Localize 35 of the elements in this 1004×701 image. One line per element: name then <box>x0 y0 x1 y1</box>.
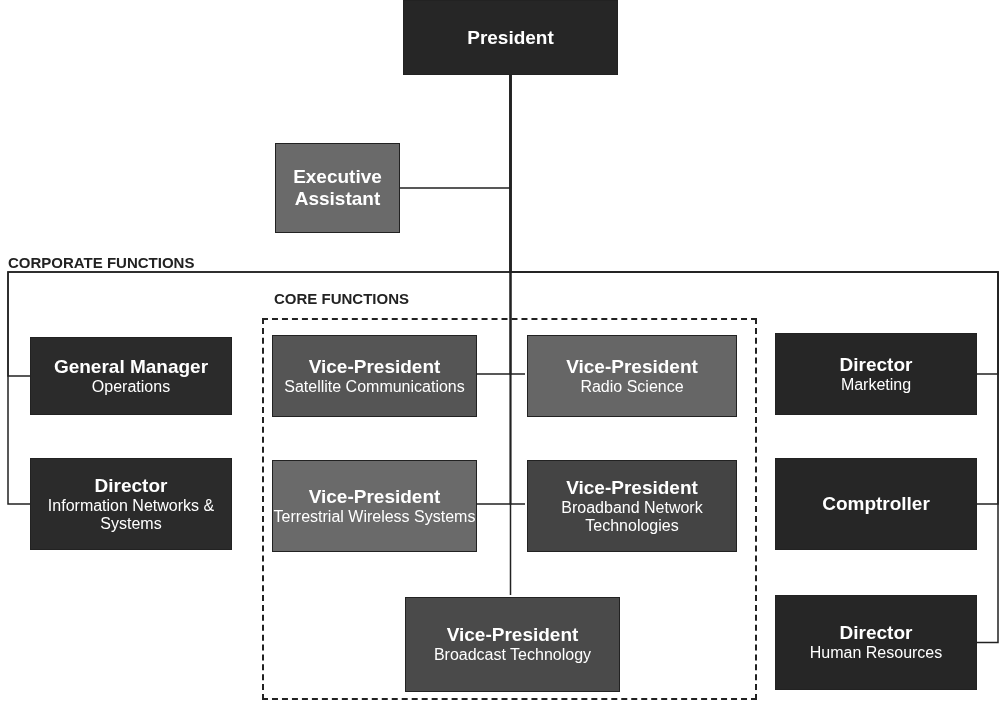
org-box <box>403 0 618 75</box>
org-box <box>527 335 737 417</box>
role-title: Vice-President <box>308 485 441 508</box>
role-title: Comptroller <box>822 493 930 515</box>
org-box <box>775 595 977 690</box>
role-title: Vice-President <box>566 355 698 378</box>
role-department: Information Networks & Systems <box>46 496 216 534</box>
role-department: Operations <box>91 377 171 397</box>
org-box <box>405 597 620 692</box>
role-department: Human Resources <box>809 644 943 663</box>
org-box <box>527 460 737 552</box>
section-label: CORPORATE FUNCTIONS <box>8 254 195 271</box>
role-title: General Manager <box>53 355 209 378</box>
role-title: Vice-President <box>446 624 579 647</box>
group-title: CORE FUNCTIONS <box>274 290 409 307</box>
role-title: Director <box>839 622 913 645</box>
org-box <box>272 460 477 552</box>
role-department: Broadcast Technology <box>433 646 592 665</box>
role-title: Vice-President <box>308 355 441 378</box>
org-box <box>275 143 400 233</box>
role-department: Broadband Network Technologies <box>560 498 704 536</box>
org-box <box>775 458 977 550</box>
role-title: Vice-President <box>566 476 698 499</box>
org-box <box>30 337 232 415</box>
role-department: Marketing <box>840 375 912 395</box>
role-title: Director <box>94 474 168 497</box>
role-title: Executive Assistant <box>292 166 383 210</box>
org-box <box>272 335 477 417</box>
org-box <box>30 458 232 550</box>
role-title: President <box>467 26 554 49</box>
role-department: Radio Science <box>580 377 684 397</box>
role-department: Terrestrial Wireless Systems <box>273 507 476 527</box>
org-box <box>775 333 977 415</box>
role-title: Director <box>839 353 913 376</box>
role-department: Satellite Communications <box>284 377 465 397</box>
